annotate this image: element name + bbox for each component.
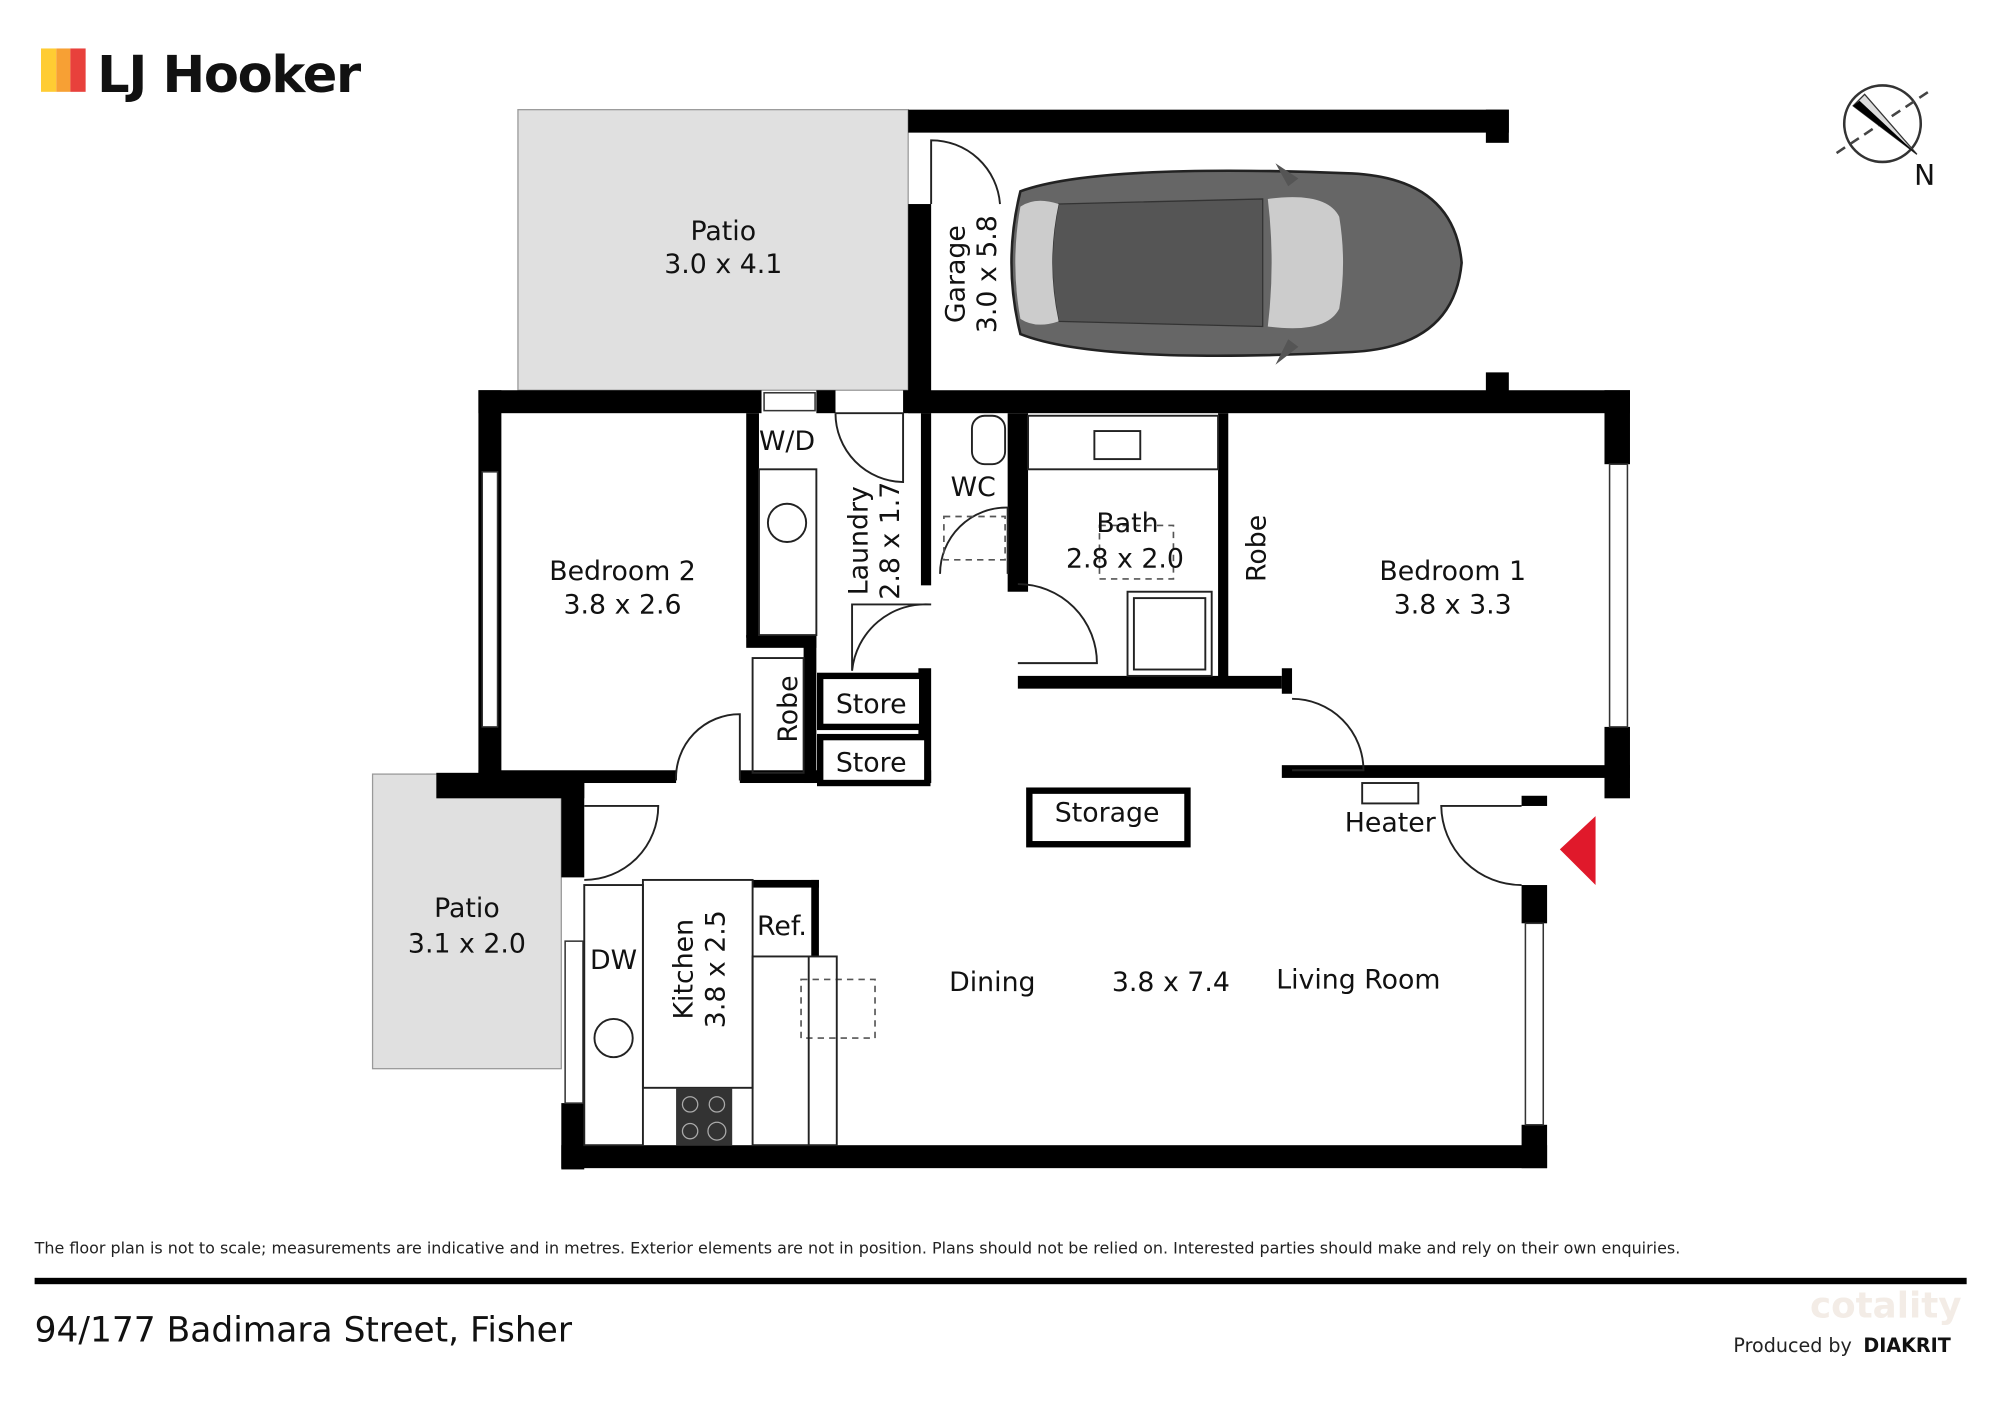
patio-left — [371, 773, 562, 1070]
storage-label: Storage — [1055, 797, 1160, 828]
garage-name: Garage — [940, 225, 971, 323]
wc-label: WC — [951, 472, 996, 503]
produced-by-label: Produced by — [1733, 1334, 1851, 1357]
living-dining-dims: 3.8 x 7.4 — [1112, 967, 1230, 998]
store-box-1 — [816, 672, 926, 731]
robe1-label: Robe — [1241, 515, 1272, 582]
robe2-label: Robe — [773, 675, 804, 742]
dining-label: Dining — [949, 967, 1035, 998]
living-room-label: Living Room — [1276, 964, 1440, 995]
kitchen-dims: 3.8 x 2.5 — [701, 910, 732, 1028]
dw-label: DW — [590, 945, 637, 976]
address: 94/177 Badimara Street, Fisher — [35, 1311, 573, 1351]
bedroom1-name: Bedroom 1 — [1379, 556, 1526, 587]
store-box-2 — [816, 733, 931, 787]
laundry-name: Laundry — [843, 486, 874, 595]
laundry-dims: 2.8 x 1.7 — [875, 482, 906, 600]
kitchen-name: Kitchen — [669, 919, 700, 1020]
logo-text: LJ Hooker — [97, 46, 361, 105]
storage-box — [1026, 787, 1191, 848]
store2-label: Store — [836, 748, 907, 779]
lj-hooker-logo: LJ Hooker — [40, 46, 362, 105]
patio-left-name: Patio — [434, 893, 500, 924]
patio-top-name: Patio — [690, 216, 756, 247]
car-icon — [1010, 163, 1463, 365]
patio-left-dims: 3.1 x 2.0 — [408, 929, 526, 960]
entrance-marker-icon — [1559, 816, 1596, 886]
fixtures — [583, 414, 1420, 1147]
bedroom2-name: Bedroom 2 — [549, 556, 696, 587]
doors — [584, 139, 1522, 1039]
bath-dims: 2.8 x 2.0 — [1066, 543, 1184, 574]
wd-label: W/D — [759, 426, 815, 457]
garage-dims: 3.0 x 5.8 — [972, 215, 1003, 333]
bath-name: Bath — [1096, 508, 1158, 539]
ref-label: Ref. — [757, 911, 807, 942]
heater-label: Heater — [1345, 807, 1436, 838]
diakrit-logo: DIAKRIT — [1863, 1334, 1950, 1357]
store1-label: Store — [836, 689, 907, 720]
disclaimer: The floor plan is not to scale; measurem… — [34, 1239, 1681, 1258]
bedroom1-dims: 3.8 x 3.3 — [1394, 589, 1512, 620]
patio-top-dims: 3.0 x 4.1 — [664, 249, 782, 280]
windows — [481, 392, 1629, 1126]
compass-label: N — [1914, 159, 1935, 192]
cotality-watermark: cotality — [1810, 1285, 1962, 1326]
patio-top — [517, 109, 909, 391]
compass-north-icon: N — [1835, 84, 1935, 192]
bedroom2-dims: 3.8 x 2.6 — [564, 589, 682, 620]
footer-divider — [34, 1277, 1967, 1285]
